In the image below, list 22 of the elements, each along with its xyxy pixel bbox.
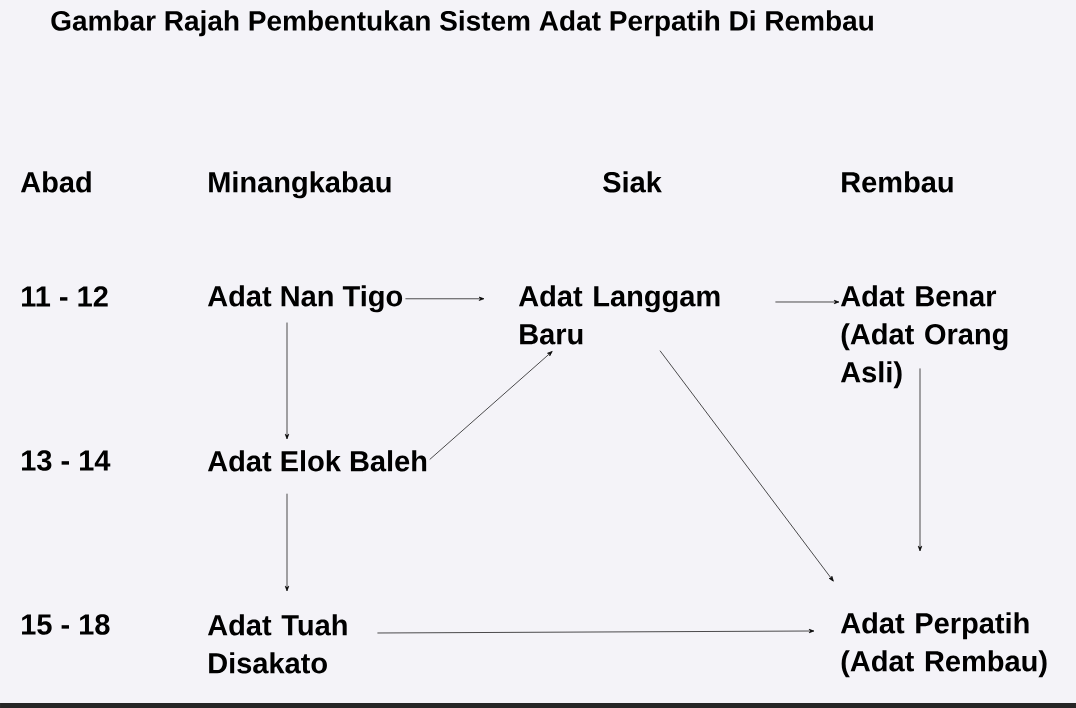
arrow: [917, 368, 923, 552]
arrow: [284, 493, 290, 592]
century-label: 13 - 14: [22, 450, 111, 471]
arrow: [405, 296, 485, 301]
column-heading: Abad: [20, 171, 91, 193]
node-text: Adat Perpatih (Adat Rembau): [840, 612, 1047, 678]
title: Gambar Rajah Pembentukan Sistem Adat Perpatih Di Rembau: [51, 10, 873, 37]
node-text: Adat Nan Tigo: [207, 285, 403, 313]
node-text: Adat Langgam Baru: [518, 285, 720, 345]
node-text: Adat Tuah Disakato: [207, 614, 347, 674]
node-text: Adat Elok Baleh: [207, 450, 427, 472]
column-heading: Rembau: [842, 171, 953, 193]
arrow: [284, 322, 290, 440]
century-label: 15 - 18: [22, 614, 110, 635]
arrow: [775, 299, 840, 305]
column-heading: Siak: [603, 171, 662, 193]
column-heading: Minangkabau: [209, 171, 391, 199]
century-label: 11 - 12: [22, 286, 108, 307]
node-text: Adat Benar (Adat Orang Asli): [840, 285, 1008, 389]
arrow: [659, 350, 834, 582]
arrow: [377, 628, 815, 634]
arrow: [429, 351, 553, 460]
